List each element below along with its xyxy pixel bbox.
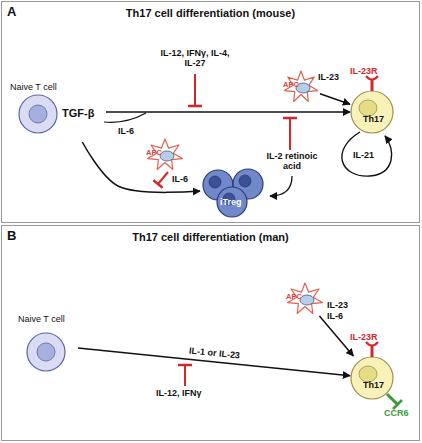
naive-t-cell: Naive T cell bbox=[18, 314, 78, 376]
cell-body bbox=[351, 91, 393, 133]
cells-outline bbox=[200, 168, 268, 218]
cytokine-label: IL-23R bbox=[350, 332, 378, 342]
edge-label: IL-23 bbox=[318, 72, 339, 82]
cytokine-label: TGF-β bbox=[62, 107, 94, 120]
panel-title: Th17 cell differentiation (man) bbox=[2, 231, 419, 244]
cytokine-label: IL-6 bbox=[118, 126, 134, 136]
panel-letter: B bbox=[7, 229, 16, 244]
cytokine-label: IL-21 bbox=[353, 150, 374, 160]
antigen-presenting-cell: APC bbox=[282, 70, 320, 104]
naive-t-cell: Naive T cellTGF-β bbox=[10, 82, 106, 142]
panel-letter: A bbox=[7, 5, 16, 20]
cytokine-label: IL-2 retinoic acid bbox=[260, 151, 324, 172]
cell-nucleus bbox=[160, 151, 174, 161]
cell-nucleus bbox=[29, 105, 47, 123]
cytokine-label: IL-6 bbox=[172, 174, 188, 184]
cytokine-label: CCR6 bbox=[384, 408, 409, 418]
th17-cell: Th17 bbox=[350, 90, 394, 134]
cell-body bbox=[351, 357, 393, 399]
cell-nucleus bbox=[209, 176, 221, 188]
cell-label: Th17 bbox=[363, 114, 384, 124]
cytokine-label: IL-23 bbox=[327, 300, 348, 310]
th17-cell: Th17 bbox=[350, 356, 394, 400]
cell-body bbox=[19, 95, 57, 133]
cell-label: iTreg bbox=[220, 197, 242, 207]
cell-outline bbox=[350, 90, 394, 134]
panel-frame: Naive T cellTGF-βAPCTh17APCiTregATh17 ce… bbox=[2, 2, 419, 222]
itreg-cells: iTreg bbox=[200, 168, 268, 218]
cytokine-label: IL-12, IFNγ, IL-4, IL-27 bbox=[158, 48, 232, 69]
cell-label: Naive T cell bbox=[10, 82, 57, 92]
cell-label: APC bbox=[286, 293, 302, 302]
cell-label: APC bbox=[146, 149, 162, 158]
panel-title: Th17 cell differentiation (mouse) bbox=[2, 7, 419, 20]
cell-outline bbox=[26, 332, 66, 372]
antigen-presenting-cell: APC bbox=[285, 282, 325, 316]
cell-nucleus bbox=[239, 175, 251, 187]
cytokine-label: IL-23R bbox=[350, 66, 378, 76]
treg-cell bbox=[217, 187, 247, 217]
cell-nucleus bbox=[300, 295, 314, 305]
cell-nucleus bbox=[37, 343, 55, 361]
cell-nucleus bbox=[359, 366, 377, 382]
cell-nucleus bbox=[359, 100, 377, 116]
cell-label: Th17 bbox=[363, 380, 384, 390]
antigen-presenting-cell: APC bbox=[145, 138, 185, 172]
cell-body bbox=[27, 333, 65, 371]
cytokine-label: IL-12, IFNγ bbox=[156, 388, 202, 398]
cell-body bbox=[217, 187, 247, 217]
cell-outline bbox=[350, 356, 394, 400]
cell-label: APC bbox=[283, 81, 299, 90]
cell-label: Naive T cell bbox=[18, 314, 65, 324]
cytokine-label: IL-6 bbox=[327, 311, 343, 321]
cell-outline bbox=[18, 94, 58, 134]
